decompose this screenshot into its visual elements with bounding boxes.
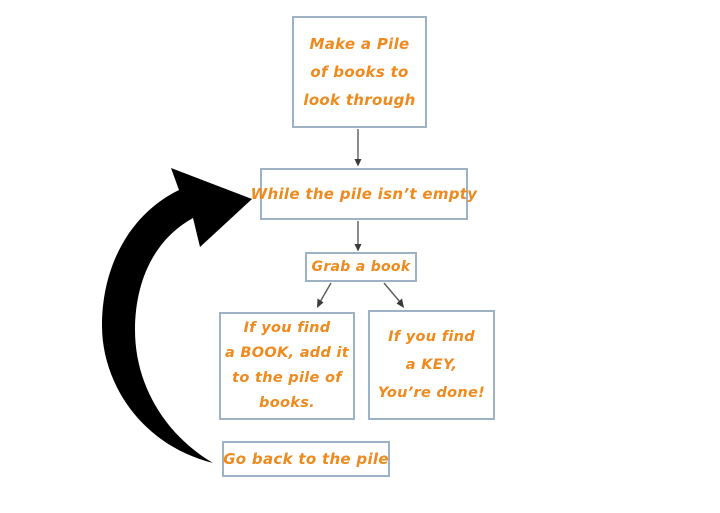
arrowhead-icon [317,298,324,308]
node-label-line: If you find [388,329,475,345]
node-label-line: If you find [243,320,331,336]
node-go-back[interactable]: Go back to the pile [222,441,390,477]
node-found-book[interactable]: If you find a BOOK, add it to the pile o… [219,312,355,420]
connector-grab-to-found-key [383,282,401,303]
connector-grab-to-found-book [319,282,332,303]
arrowhead-icon [396,298,404,308]
node-label-line: books. [259,395,315,411]
node-label-line: Go back to the pile [223,450,389,468]
node-label-line: to the pile of [232,370,342,386]
node-grab-book[interactable]: Grab a book [305,252,417,282]
node-label-line: While the pile isn’t empty [250,185,478,203]
node-label-line: Grab a book [311,259,411,275]
node-label-line: a KEY, [405,357,458,373]
node-label-line: You’re done! [377,385,486,401]
node-label-line: look through [303,91,416,109]
arrowhead-icon [354,159,362,167]
node-label-line: a BOOK, add it [224,345,350,361]
node-label-line: of books to [310,63,409,81]
node-label-line: Make a Pile [309,35,410,53]
node-make-pile[interactable]: Make a Pile of books to look through [292,16,427,128]
node-found-key[interactable]: If you find a KEY, You’re done! [368,310,495,420]
arrowhead-icon [354,244,362,252]
node-while-loop[interactable]: While the pile isn’t empty [251,168,477,220]
